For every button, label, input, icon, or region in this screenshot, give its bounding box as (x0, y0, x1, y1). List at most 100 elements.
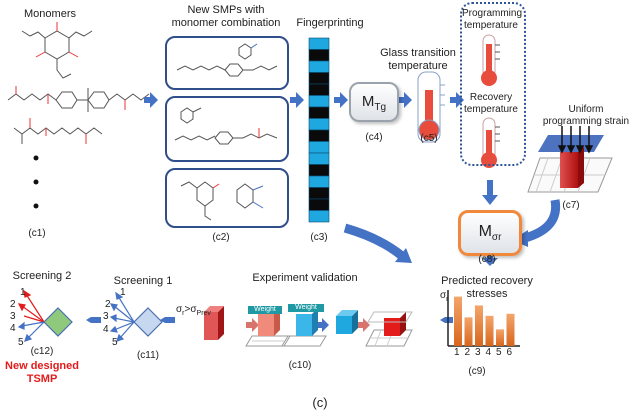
stage-id-c9: (c9) (468, 366, 486, 377)
bar-tick-label: 4 (485, 347, 492, 358)
bar-tick-label: 3 (475, 347, 481, 358)
screening1-num-5: 5 (112, 337, 118, 348)
monomer-structure-1 (21, 22, 93, 79)
screening2-num-1: 1 (20, 287, 26, 298)
stage-id-c8: (c8) (478, 254, 496, 265)
new-smps-title-line2: monomer combination (171, 17, 281, 29)
fingerprint-bit (308, 95, 330, 108)
screening-2-graphic (17, 289, 73, 342)
curved-arrow-strain-to-model (523, 199, 561, 243)
screening-1-title: Screening 1 (113, 275, 173, 287)
fingerprint-bit (308, 83, 330, 96)
smp-structure-1 (176, 43, 278, 77)
fingerprint-bit (308, 187, 330, 200)
fingerprint-vector (308, 37, 330, 223)
smp-combination-box-2 (165, 96, 289, 162)
stress-bar (506, 313, 515, 346)
fingerprint-bit (308, 129, 330, 142)
temperature-group-box (460, 2, 526, 166)
programming-temp-line1: Programming (462, 8, 523, 19)
fingerprint-bit (308, 175, 330, 188)
fingerprint-bit (308, 164, 330, 177)
curved-arrow-fingerprint-to-model (343, 223, 405, 260)
bar-tick-label: 6 (506, 347, 513, 358)
screening-1-graphic (109, 291, 163, 342)
model-sigma-r-box: Mσr (458, 210, 522, 256)
new-designed-line2: TSMP (26, 373, 58, 385)
fingerprint-bit (308, 49, 330, 62)
flow-arrows (86, 92, 498, 332)
stress-bar (485, 315, 494, 346)
stage-id-c2: (c2) (212, 232, 230, 243)
predicted-stresses-line1: Predicted recovery (441, 275, 533, 287)
model-sigma-r-label: Mσr (478, 223, 502, 244)
fingerprint-bit (308, 141, 330, 154)
new-designed-line1: New designed (5, 360, 79, 372)
stress-bar (475, 305, 483, 346)
fingerprint-bit (308, 198, 330, 211)
screening2-num-5: 5 (18, 337, 24, 348)
sigma-r-axis-label: σr (440, 290, 449, 303)
fingerprint-bit (308, 106, 330, 119)
glass-transition-thermometer-icon (417, 71, 445, 143)
screening-2-title: Screening 2 (12, 270, 72, 282)
recovery-temp-line2: temperature (464, 104, 518, 115)
fingerprint-bit (308, 37, 330, 50)
screening1-num-2: 2 (105, 299, 111, 310)
stage-id-c3: (c3) (310, 232, 328, 243)
fingerprint-bit (308, 152, 330, 165)
monomers-title: Monomers (24, 8, 76, 20)
figure-label: (c) (312, 395, 328, 410)
stage-id-c10: (c10) (288, 360, 312, 371)
recovery-temp-line1: Recovery (469, 92, 513, 103)
experiment-validation-illustration (204, 304, 413, 347)
stage-id-c12: (c12) (30, 346, 54, 357)
screening2-num-3: 3 (10, 311, 16, 322)
programming-temp-line2: temperature (464, 20, 518, 31)
stress-bar (454, 296, 462, 346)
stage-id-c1: (c1) (28, 228, 46, 239)
model-tg-label: MTg (361, 93, 387, 113)
curved-arrow-head-left (395, 248, 412, 263)
sigma-condition-label: σr>σPrev (176, 304, 211, 317)
uniform-strain-line1: Uniform (568, 104, 604, 115)
bar-tick-label: 5 (496, 347, 502, 358)
screening2-num-2: 2 (10, 299, 16, 310)
stage-id-c7: (c7) (562, 200, 580, 211)
screening1-num-1: 1 (120, 287, 126, 298)
fingerprint-bit (308, 118, 330, 131)
experiment-validation-title: Experiment validation (252, 272, 358, 284)
predicted-stresses-line2: stresses (466, 288, 508, 300)
screening2-num-4: 4 (10, 323, 16, 334)
bar-tick-label: 1 (454, 347, 460, 358)
weight-label-2: Weight (295, 304, 317, 311)
glass-transition-line2: temperature (388, 60, 448, 72)
fingerprint-bit (308, 72, 330, 85)
stress-bar (464, 317, 473, 346)
smp-combination-box-1 (165, 36, 289, 90)
smp-structure-2 (174, 107, 278, 145)
more-monomers-dots (33, 155, 39, 209)
smp-combination-box-3 (165, 168, 289, 228)
stress-bar (496, 329, 504, 346)
recovery-stress-bar-chart (447, 290, 520, 347)
fingerprint-bit (308, 210, 330, 223)
fingerprint-bit (308, 60, 330, 73)
model-tg-box: MTg (349, 82, 399, 122)
uniform-strain-line2: programming strain (542, 116, 630, 127)
bar-tick-label: 2 (464, 347, 471, 358)
stage-id-c11: (c11) (136, 350, 160, 361)
monomer-structure-2 (7, 86, 150, 112)
stage-id-c4: (c4) (365, 132, 383, 143)
weight-label-1: Weight (254, 306, 276, 313)
fingerprinting-title: Fingerprinting (296, 17, 364, 29)
new-smps-title-line1: New SMPs with (187, 4, 265, 16)
screening1-num-3: 3 (103, 311, 109, 322)
smp-structure-3 (180, 181, 264, 221)
screening1-num-4: 4 (103, 324, 109, 335)
glass-transition-line1: Glass transition (380, 47, 456, 59)
stage-id-c5: (c5) (420, 133, 438, 144)
programming-strain-illustration (527, 126, 613, 193)
programming-thermometer-icon (481, 34, 500, 86)
